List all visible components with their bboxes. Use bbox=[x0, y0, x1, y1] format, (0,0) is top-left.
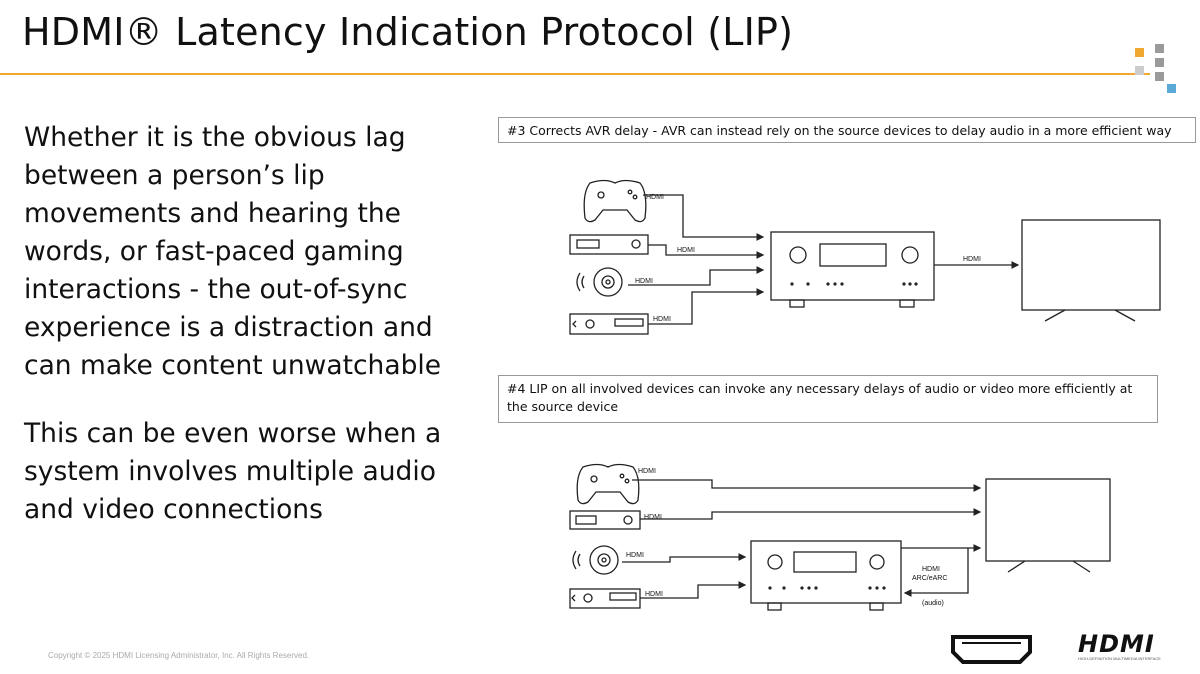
intro-paragraph: Whether it is the obvious lag between a … bbox=[24, 119, 454, 385]
d4-label-game: HDMI bbox=[638, 468, 656, 475]
title-underline bbox=[0, 73, 1150, 75]
hdmi-logo: HDMI bbox=[1078, 630, 1155, 658]
d4-label-disc: HDMI bbox=[626, 552, 644, 559]
page-title: HDMI® Latency Indication Protocol (LIP) bbox=[22, 10, 794, 54]
second-line: and video connections bbox=[24, 494, 323, 525]
d3-label-settop: HDMI bbox=[677, 247, 695, 254]
tv-icon bbox=[1021, 219, 1161, 322]
intro-line: movements and hearing the bbox=[24, 198, 401, 229]
diagram3 bbox=[569, 179, 1161, 335]
second-line: This can be even worse when a bbox=[24, 418, 442, 449]
disc-player-icon bbox=[576, 267, 623, 297]
d3-label-disc: HDMI bbox=[635, 278, 653, 285]
set-top-box-icon bbox=[569, 510, 641, 530]
intro-line: between a person’s lip bbox=[24, 160, 325, 191]
tv-icon bbox=[985, 478, 1111, 573]
d4-label-player: HDMI bbox=[645, 591, 663, 598]
intro-line: experience is a distraction and bbox=[24, 312, 433, 343]
diagram3-caption: #3 Corrects AVR delay - AVR can instead … bbox=[498, 117, 1196, 143]
hdmi-connector-icon bbox=[951, 635, 1032, 664]
d3-label-out: HDMI bbox=[963, 256, 981, 263]
diagram4 bbox=[569, 463, 1111, 611]
media-player-icon bbox=[569, 588, 641, 609]
intro-line: words, or fast-paced gaming bbox=[24, 236, 404, 267]
game-controller-icon bbox=[576, 463, 640, 505]
d4-label-audio: (audio) bbox=[922, 600, 944, 607]
set-top-box-icon bbox=[569, 234, 649, 255]
intro-line: can make content unwatchable bbox=[24, 350, 442, 381]
d3-label-game: HDMI bbox=[646, 194, 664, 201]
d3-label-player: HDMI bbox=[653, 316, 671, 323]
second-paragraph: This can be even worse when a system inv… bbox=[24, 415, 454, 529]
hdmi-logo-tagline: HIGH-DEFINITION MULTIMEDIA INTERFACE bbox=[1078, 656, 1161, 661]
d4-label-arc: ARC/eARC bbox=[912, 575, 947, 582]
avr-receiver-icon bbox=[770, 231, 935, 308]
second-line: system involves multiple audio bbox=[24, 456, 436, 487]
d4-label-arc-hdmi: HDMI bbox=[922, 566, 940, 573]
d4-label-settop: HDMI bbox=[644, 514, 662, 521]
diagram4-caption: #4 LIP on all involved devices can invok… bbox=[498, 375, 1158, 423]
disc-player-icon bbox=[572, 545, 619, 575]
copyright-text: Copyright © 2025 HDMI Licensing Administ… bbox=[48, 651, 310, 660]
avr-receiver-icon bbox=[750, 540, 902, 611]
intro-line: Whether it is the obvious lag bbox=[24, 122, 406, 153]
game-controller-icon bbox=[583, 179, 647, 223]
decorative-squares-logo bbox=[1135, 44, 1176, 93]
media-player-icon bbox=[569, 313, 649, 335]
intro-line: interactions - the out-of-sync bbox=[24, 274, 408, 305]
